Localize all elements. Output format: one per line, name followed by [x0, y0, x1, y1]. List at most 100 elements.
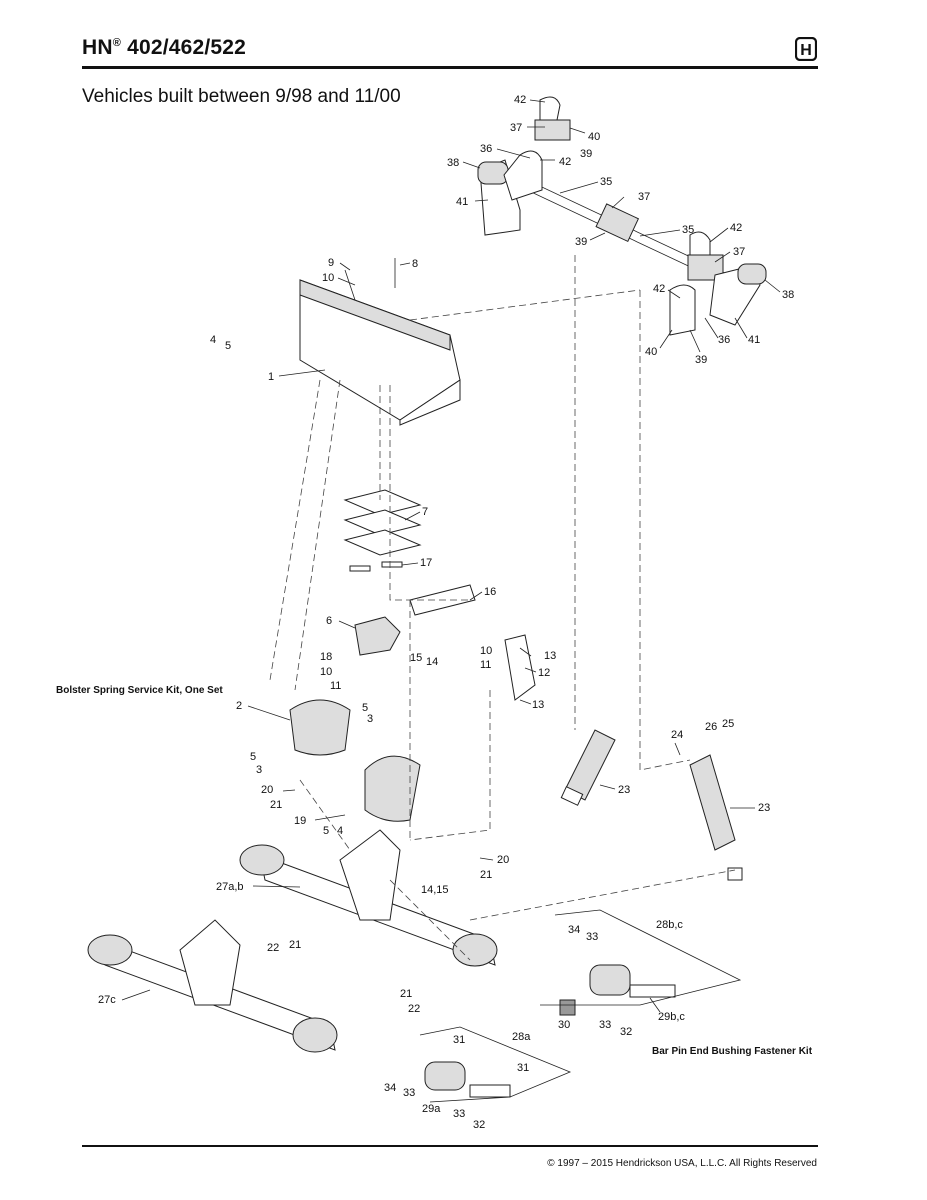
callout-labels: 42 37 40 36 39 38 42 41 35 37 39 35 42 3…: [98, 94, 794, 1131]
callout: 16: [484, 586, 496, 598]
clamp-lower: [669, 284, 696, 336]
callout: 33: [453, 1108, 465, 1120]
shock-right-eye: [727, 867, 743, 881]
spacer-plates: [343, 489, 422, 572]
bolster-spring: [289, 584, 536, 822]
callout: 30: [558, 1019, 570, 1031]
callout: 5: [225, 340, 231, 352]
callout: 39: [695, 354, 707, 366]
cross-tube-assembly: [477, 96, 767, 336]
plate-1: [343, 489, 422, 516]
callout: 29a: [422, 1103, 441, 1115]
copyright-footer: © 1997 – 2015 Hendrickson USA, L.L.C. Al…: [547, 1158, 817, 1169]
callout: 31: [517, 1062, 529, 1074]
title-models: 402/462/522: [121, 36, 247, 59]
assembly-guide-lines: [269, 255, 736, 961]
guide-9: [409, 690, 491, 841]
logo-letter: H: [800, 42, 812, 59]
callout: 3: [367, 713, 373, 725]
callout: 13: [544, 650, 556, 662]
callout: 17: [420, 557, 432, 569]
callout: 32: [473, 1119, 485, 1131]
callout: 42: [730, 222, 742, 234]
clamp-mid: [503, 150, 543, 201]
fastener-30: [559, 999, 576, 1016]
bolster-spring-2: [289, 699, 351, 756]
callout: 4: [337, 825, 343, 837]
title-main: HN: [82, 36, 113, 59]
bar-pin-kit-label: Bar Pin End Bushing Fastener Kit: [652, 1046, 813, 1057]
beam-27c-saddle: [179, 919, 241, 1006]
callout: 37: [510, 122, 522, 134]
beam-27ab-end-right: [452, 933, 498, 967]
callout: 11: [330, 680, 341, 692]
callout: 21: [289, 939, 301, 951]
bracket-12: [504, 634, 536, 701]
callout: 13: [532, 699, 544, 711]
callout: 27a,b: [216, 881, 244, 893]
callout: 32: [620, 1026, 632, 1038]
bushing-left: [477, 161, 509, 185]
hendrickson-logo-icon: H: [795, 37, 817, 61]
callout: 24: [671, 729, 683, 741]
callout: 33: [586, 931, 598, 943]
frame-hanger: [299, 258, 461, 426]
guide-7: [389, 385, 470, 601]
beam-27c-end-right: [292, 1017, 338, 1053]
callout: 5: [362, 702, 368, 714]
beam-27c-end-left: [87, 934, 133, 966]
callout: 21: [480, 869, 492, 881]
callout: 31: [453, 1034, 465, 1046]
callout: 39: [580, 148, 592, 160]
shock-right: [689, 754, 736, 851]
callout: 14,15: [421, 884, 449, 896]
guide-11: [389, 879, 471, 961]
hanger-top-flange: [299, 279, 451, 351]
walking-beam-lower: [87, 919, 338, 1053]
callout: 11: [480, 659, 491, 671]
guide-3: [639, 290, 691, 771]
callout: 36: [480, 143, 492, 155]
guide-10: [469, 869, 736, 921]
callout: 18: [320, 651, 332, 663]
callout: 12: [538, 667, 550, 679]
callout: 4: [210, 334, 216, 346]
beam-27ab-saddle: [339, 829, 401, 921]
bar-pin-kit-28a: [419, 1026, 572, 1103]
footer-rule: [82, 1145, 818, 1147]
callout: 38: [447, 157, 459, 169]
callout: 37: [733, 246, 745, 258]
callout: 28a: [512, 1031, 531, 1043]
callout: 20: [261, 784, 273, 796]
callout: 29b,c: [658, 1011, 685, 1023]
callout: 19: [294, 815, 306, 827]
callout: 33: [403, 1087, 415, 1099]
callout: 10: [322, 272, 334, 284]
callout: 9: [328, 257, 334, 269]
bushing-29a: [424, 1061, 466, 1091]
page-title: HN® 402/462/522: [82, 36, 246, 60]
callout: 2: [236, 700, 242, 712]
bushing-29bc: [589, 964, 631, 996]
callout: 34: [568, 924, 580, 936]
callout: 40: [645, 346, 657, 358]
bolster-spring-19: [364, 755, 421, 822]
shim-17b: [381, 561, 403, 568]
callout: 26: [705, 721, 717, 733]
header-rule: [82, 66, 818, 69]
shim-17a: [349, 565, 371, 572]
shock-left-eye: [560, 786, 584, 806]
callout: 20: [497, 854, 509, 866]
callout: 35: [600, 176, 612, 188]
callout: 37: [638, 191, 650, 203]
bolt-9: [344, 269, 356, 301]
callout: 8: [412, 258, 418, 270]
callout: 42: [559, 156, 571, 168]
callout: 7: [422, 506, 428, 518]
callout: 41: [456, 196, 468, 208]
plate-3: [343, 529, 422, 556]
clamp-top: [534, 119, 571, 141]
kit-bracket-28a: [419, 1026, 572, 1103]
callout: 10: [320, 666, 332, 678]
